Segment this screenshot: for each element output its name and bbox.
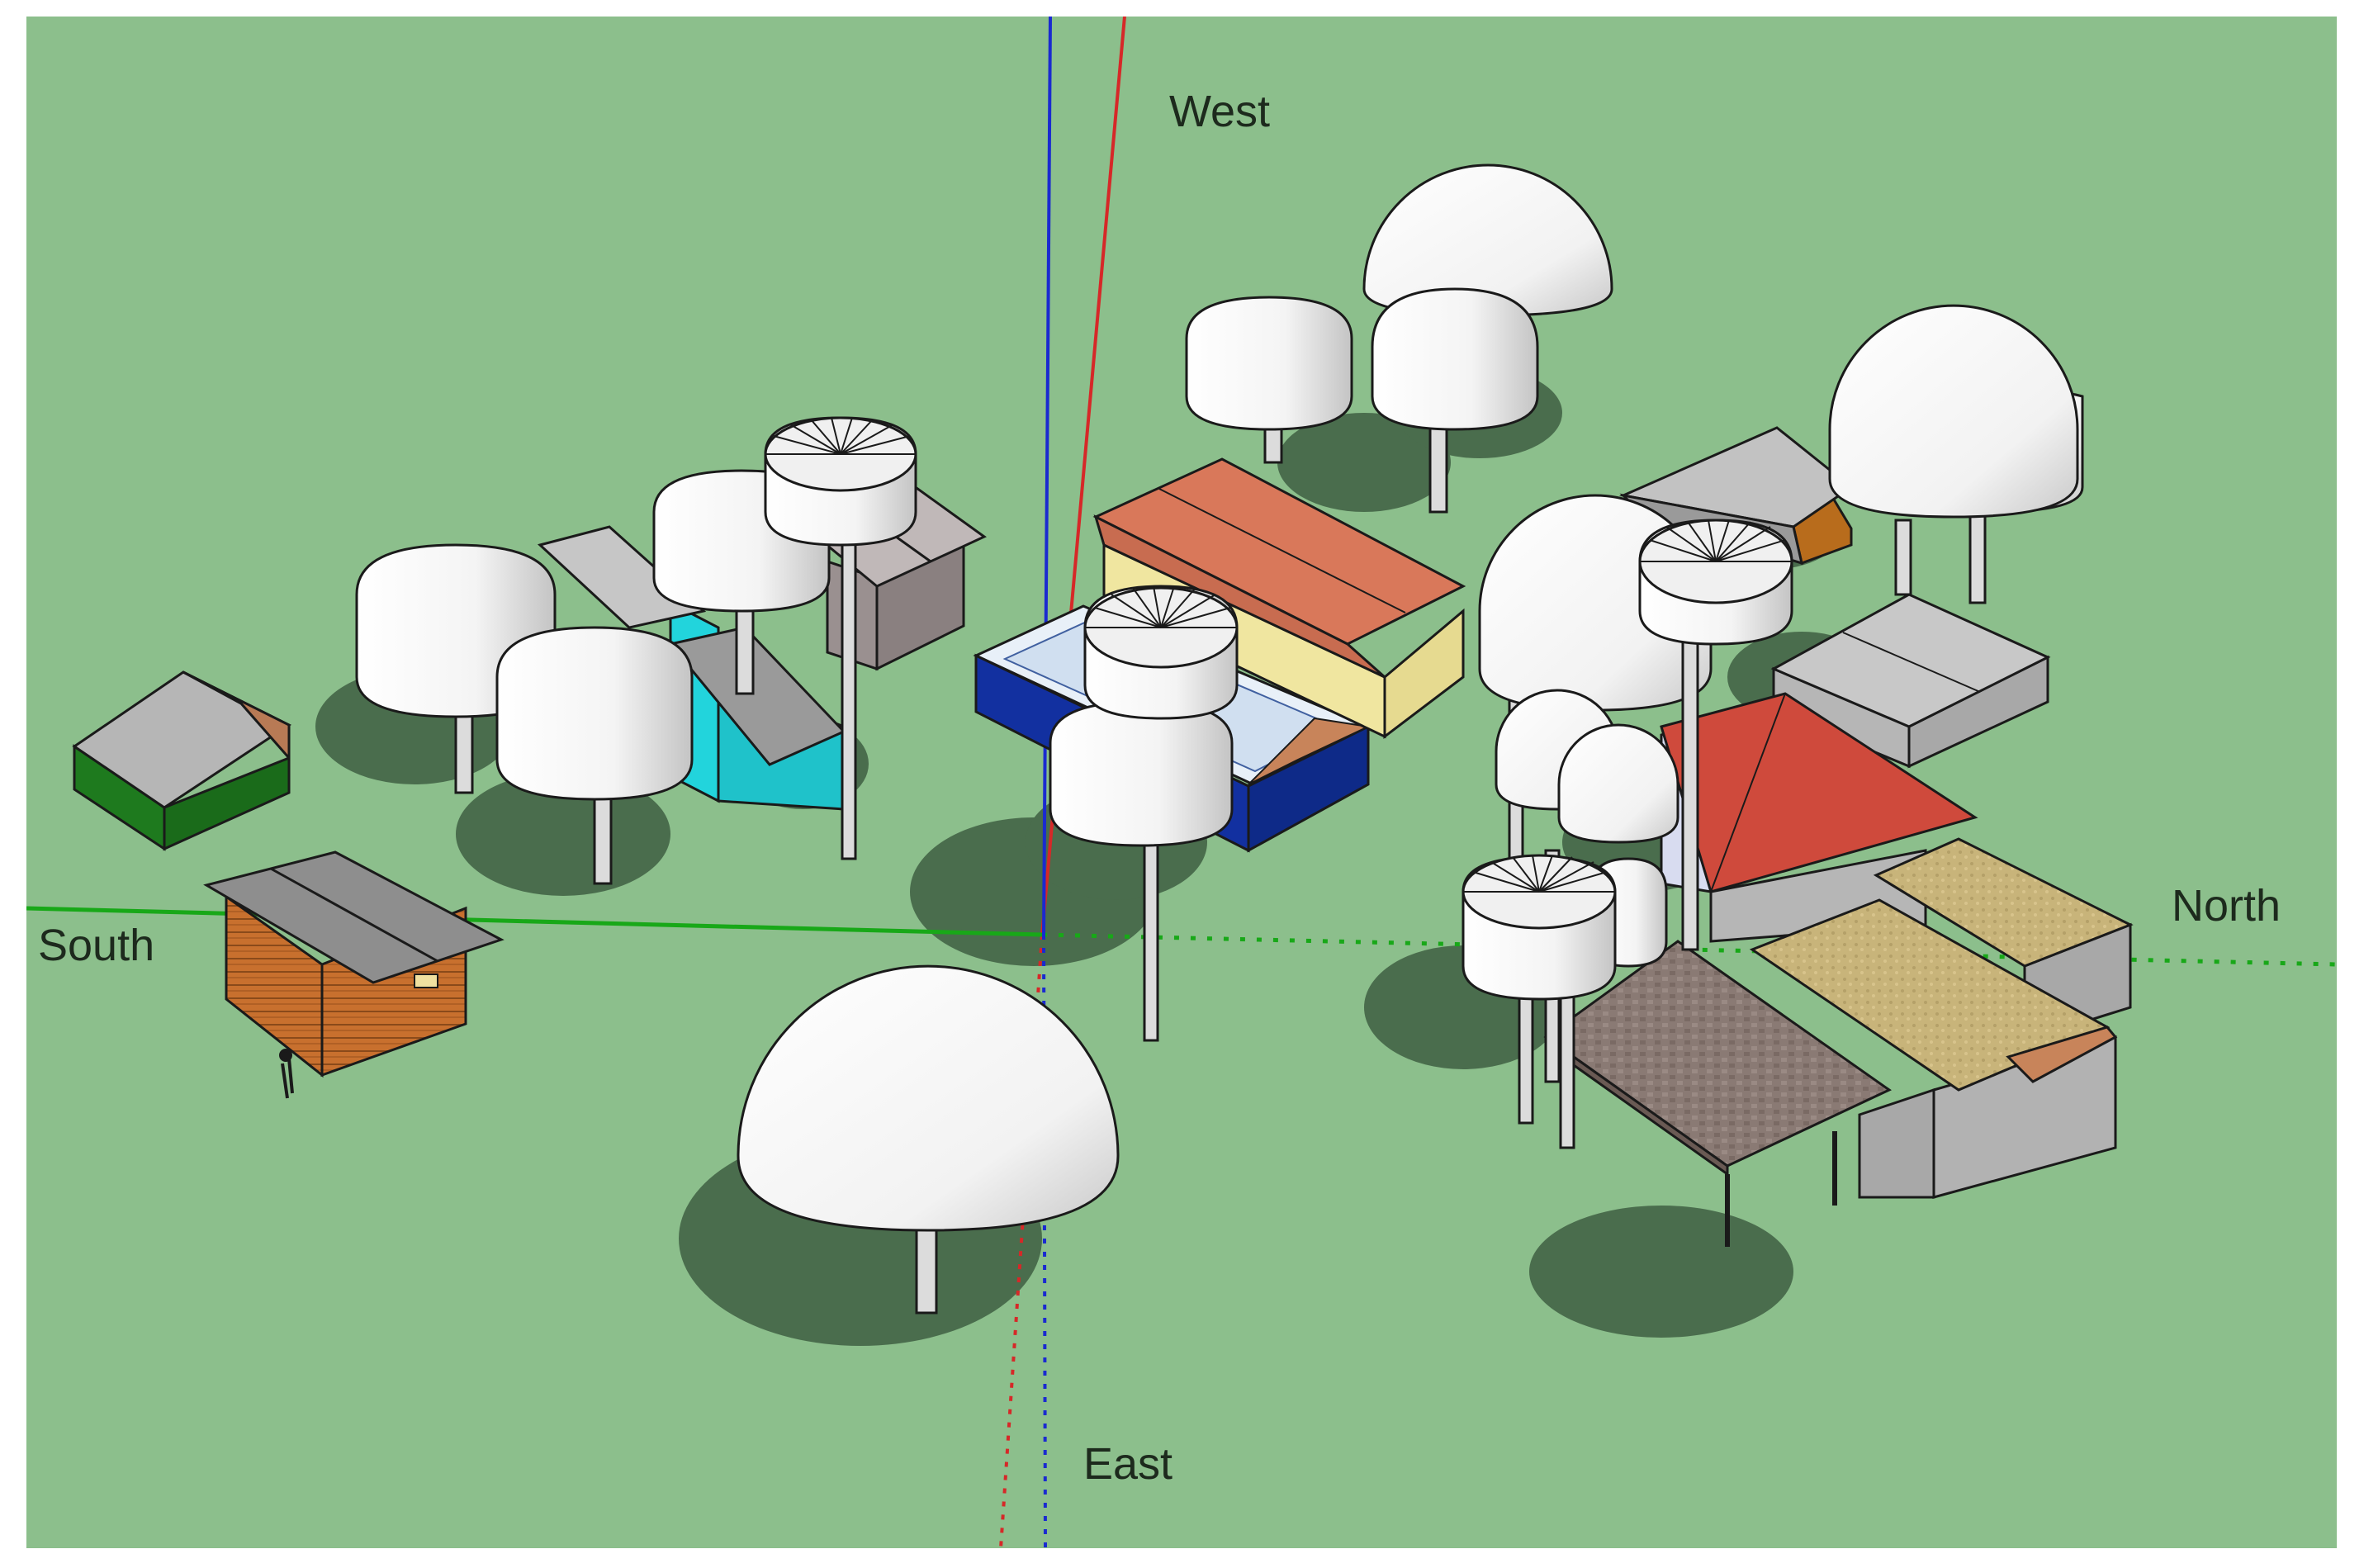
compass-label-east: East bbox=[1083, 1439, 1173, 1489]
3d-viewport[interactable]: West South North East bbox=[26, 17, 2337, 1548]
tree-cylinder-left-2 bbox=[495, 626, 694, 885]
tree-cylinder-center-stack bbox=[1049, 585, 1239, 1042]
building-wood-cabin bbox=[203, 850, 505, 1078]
tree-large-dome bbox=[737, 964, 1120, 1315]
person-figure bbox=[279, 1049, 294, 1099]
building-shingle-pavilion bbox=[1543, 940, 1892, 1247]
building-green-shed bbox=[72, 670, 291, 851]
tree-double-dome-right bbox=[1828, 304, 2084, 604]
building-tan-roof-complex bbox=[1749, 837, 2134, 1199]
compass-label-north: North bbox=[2172, 881, 2281, 931]
tree-cylinder-top-left bbox=[764, 416, 917, 860]
compass-label-south: South bbox=[38, 921, 155, 970]
trees bbox=[355, 163, 2084, 1315]
building-grey-right bbox=[1770, 593, 2051, 769]
model-scene bbox=[26, 17, 2337, 1548]
tree-cylinder-right-1 bbox=[1638, 519, 1793, 951]
tree-cylinder-right-2 bbox=[1462, 854, 1668, 1149]
tree-cylinder-2 bbox=[1185, 296, 1353, 464]
tree-cylinder-1 bbox=[1371, 287, 1539, 514]
compass-label-west: West bbox=[1169, 87, 1271, 136]
